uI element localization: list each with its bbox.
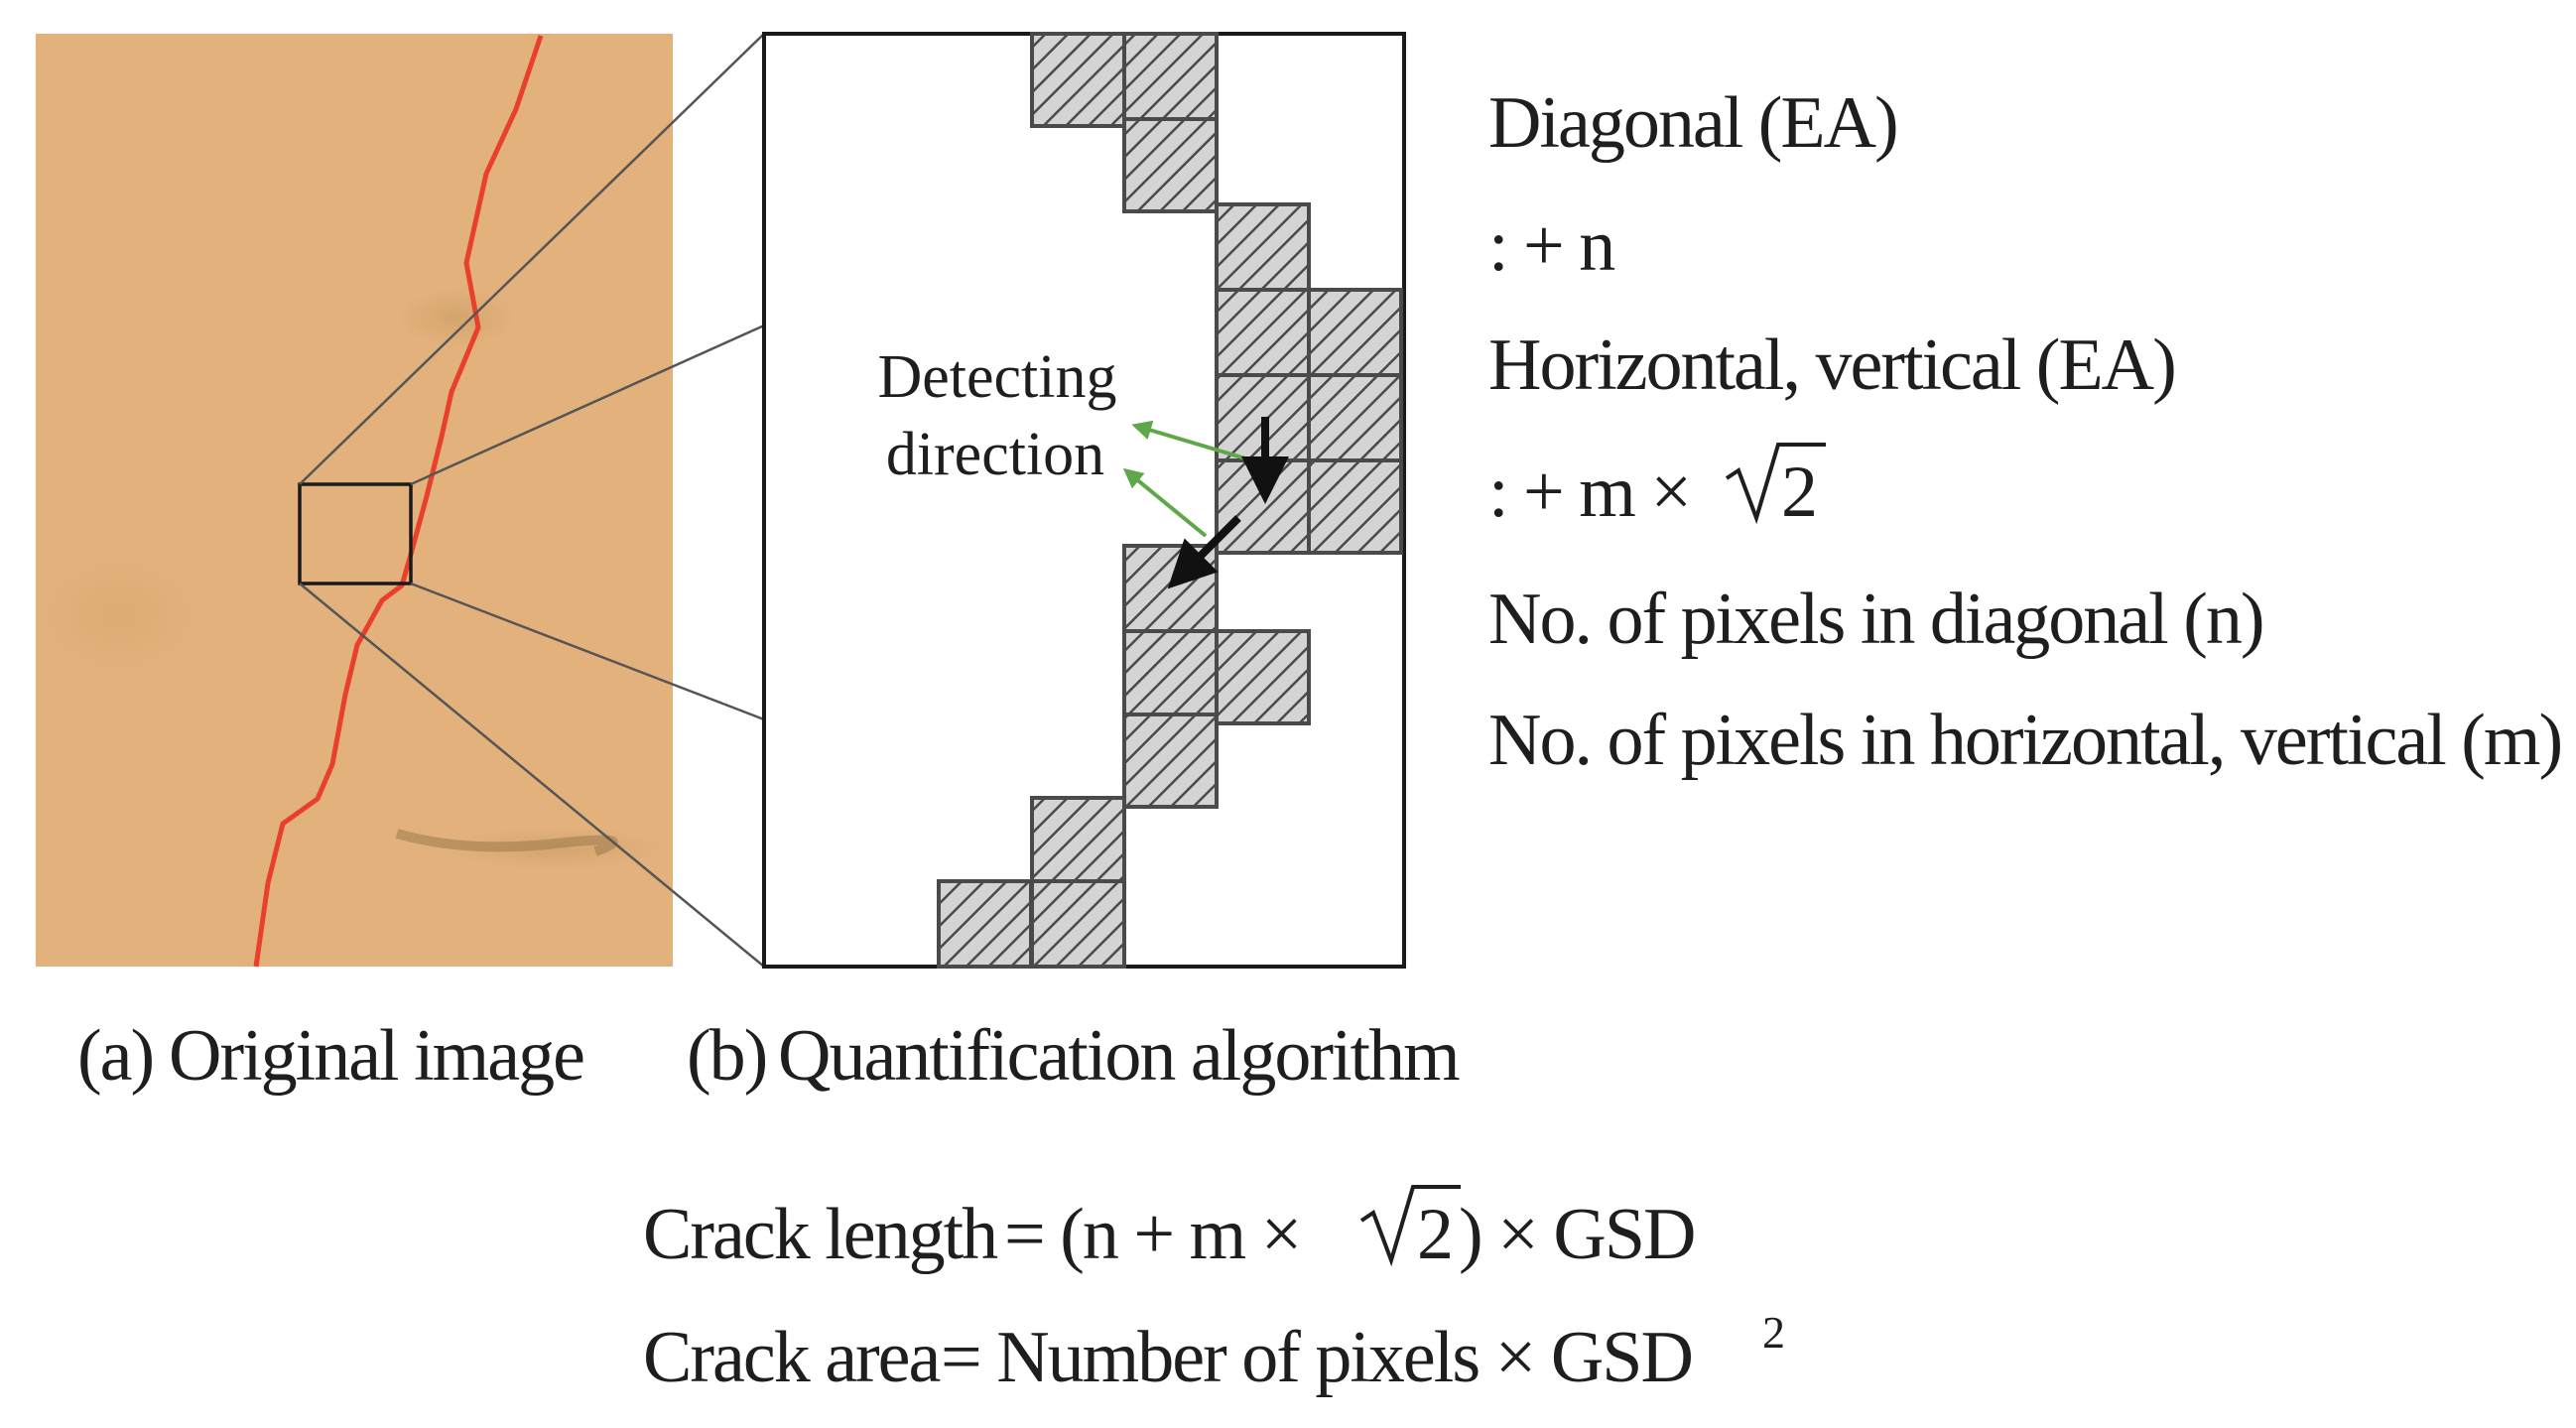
- original-image-panel: [36, 34, 673, 968]
- straight-label: Horizontal, vertical (EA): [1488, 325, 2175, 406]
- concrete-surface: [36, 34, 673, 967]
- diagonal-label: Diagonal (EA): [1488, 82, 1897, 164]
- area-formula-rhs: = Number of pixels × GSD: [941, 1317, 1692, 1398]
- crack-pixel: [1215, 629, 1311, 725]
- crack-pixel: [1307, 373, 1403, 469]
- area-formula-lhs: Crack area: [643, 1317, 941, 1398]
- caption-b-text: Quantification algorithm: [778, 1015, 1460, 1097]
- crack-pixel: [1122, 117, 1219, 213]
- length-formula-radicand: 2: [1417, 1194, 1452, 1275]
- detecting-direction-label-line2: direction: [886, 421, 1104, 488]
- m-definition: No. of pixels in horizontal, vertical (m…: [1488, 700, 2561, 781]
- rules-column: Diagonal (EA) : + n Horizontal, vertical…: [1488, 82, 2563, 781]
- caption-a-prefix: (a): [77, 1015, 153, 1097]
- black-direction-arrow-diagonal: [1167, 515, 1241, 589]
- detecting-direction-label-line1: Detecting: [877, 343, 1116, 411]
- crack-pixel: [1215, 288, 1311, 384]
- formulas: Crack length = (n + m × 2 ) × GSD Crack …: [643, 1185, 1785, 1398]
- crack-pixel: [1122, 629, 1219, 725]
- detected-crack-line: [253, 35, 544, 968]
- n-definition: No. of pixels in diagonal (n): [1488, 579, 2263, 660]
- zoom-connector-line: [410, 324, 765, 486]
- panel-captions: (a) Original image (b) Quantification al…: [77, 1015, 1462, 1097]
- length-formula-rhs-open: = (n + m ×: [1004, 1194, 1300, 1275]
- zoom-connector-line: [299, 583, 765, 968]
- length-formula-rhs-close: ) × GSD: [1459, 1194, 1694, 1275]
- crack-pixel: [937, 879, 1033, 969]
- surface-stain: [40, 556, 198, 675]
- green-direction-arrow: [1131, 420, 1246, 460]
- crack-pixel-grid: [937, 32, 1403, 969]
- crack-pixel: [1030, 879, 1126, 969]
- quantification-panel: Detecting direction: [762, 32, 1406, 969]
- sqrt-sign: [1359, 1185, 1461, 1267]
- sqrt-radicand: 2: [1781, 452, 1816, 533]
- crack-pixel: [1307, 458, 1403, 555]
- crack-pixel: [1122, 713, 1219, 809]
- surface-stain: [397, 288, 516, 347]
- zoom-region-box: [298, 482, 413, 585]
- zoom-connector-line: [299, 33, 765, 485]
- area-formula-exponent: 2: [1762, 1307, 1785, 1358]
- sqrt-sign: [1725, 443, 1826, 525]
- crack-pixel: [1307, 288, 1403, 384]
- caption-a-text: Original image: [169, 1015, 583, 1097]
- crack-pixel: [1122, 32, 1219, 128]
- green-direction-arrow: [1122, 467, 1208, 538]
- crack-pixel: [1215, 202, 1311, 299]
- crack-pixel: [1030, 796, 1126, 892]
- caption-b-prefix: (b): [687, 1015, 766, 1097]
- straight-increment-prefix: : + m ×: [1488, 452, 1690, 533]
- diagonal-increment: : + n: [1488, 205, 1614, 287]
- zoom-connectors: [299, 33, 765, 968]
- crack-pixel: [1030, 32, 1126, 128]
- crack-pixel: [1122, 544, 1219, 640]
- length-formula-lhs: Crack length: [643, 1194, 998, 1275]
- zoom-connector-line: [410, 582, 765, 721]
